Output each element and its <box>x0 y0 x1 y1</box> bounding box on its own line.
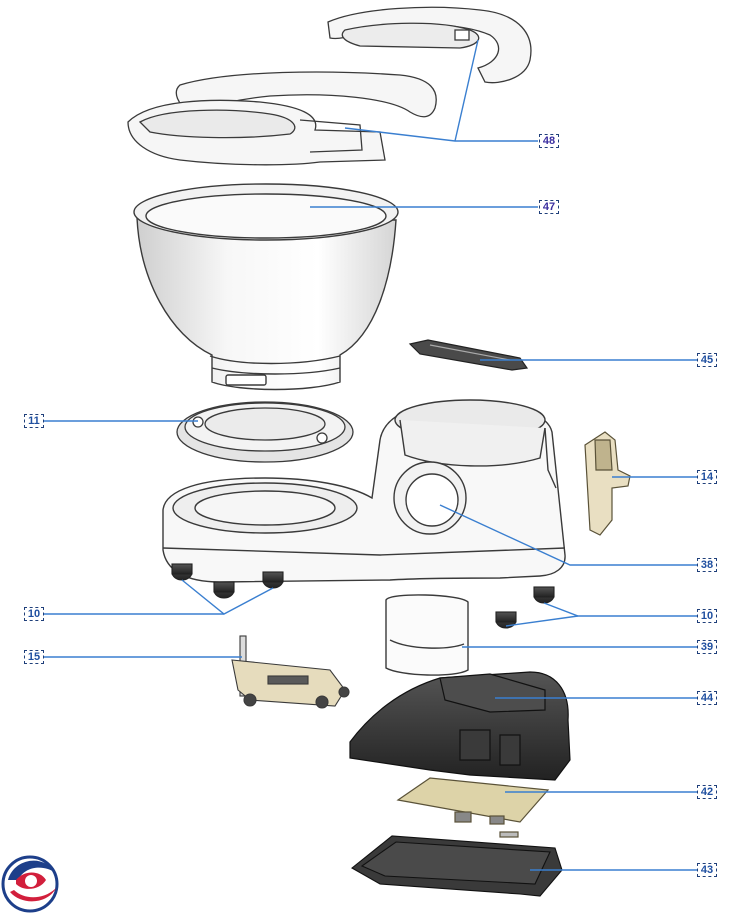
callout-11: 11 <box>24 414 44 428</box>
callout-14: 14 <box>697 470 717 484</box>
part-11-drive-plate <box>176 401 354 463</box>
callout-10-right: 10 <box>697 609 717 623</box>
leader-lines <box>44 39 698 871</box>
callout-47: 47 <box>539 200 559 214</box>
part-48-splash-guard-bottom <box>127 71 437 166</box>
callout-15: 15 <box>24 650 44 664</box>
callout-38: 38 <box>697 558 717 572</box>
part-43-bottom-plate <box>351 835 563 897</box>
part-15-mechanism <box>231 635 350 709</box>
part-42-circuit-board <box>396 777 550 838</box>
part-10-feet <box>171 563 555 629</box>
callout-42: 42 <box>697 785 717 799</box>
brand-swirl-icon <box>1 855 59 913</box>
callout-39: 39 <box>697 640 717 654</box>
callout-44: 44 <box>697 691 717 705</box>
part-47-mixing-bowl <box>133 183 399 391</box>
part-44-base-tray <box>349 671 571 781</box>
part-45-lid-bar <box>408 339 529 371</box>
part-14-side-latch <box>584 431 631 536</box>
callout-43: 43 <box>697 863 717 877</box>
part-48-splash-guard-top <box>327 6 532 84</box>
callout-10-left: 10 <box>24 607 44 621</box>
callout-48: 48 <box>539 134 559 148</box>
callout-45: 45 <box>697 353 717 367</box>
part-38-main-housing <box>162 399 566 583</box>
part-39-cover-panel <box>385 594 469 676</box>
